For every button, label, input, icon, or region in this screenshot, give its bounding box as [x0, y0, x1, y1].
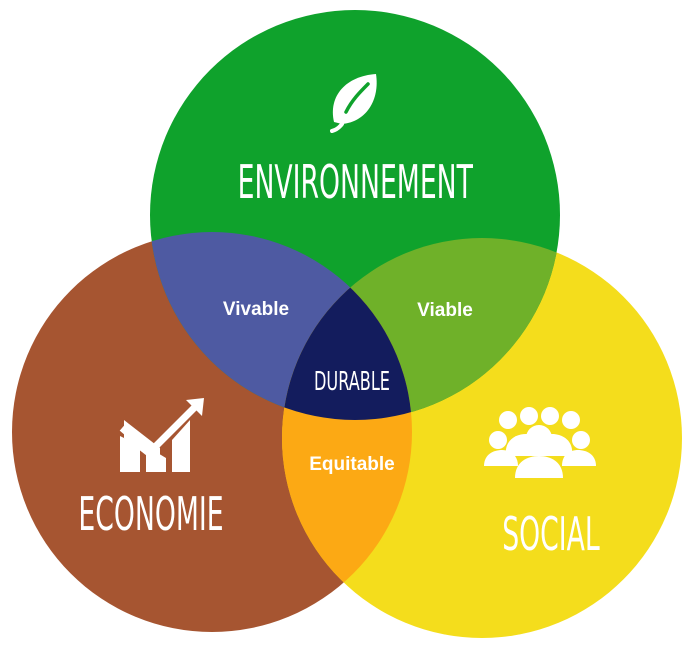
leaf-icon — [330, 74, 377, 133]
label-durable: DURABLE — [314, 367, 390, 397]
label-social: SOCIAL — [502, 507, 600, 561]
growth-chart-icon — [119, 398, 204, 472]
label-viable: Viable — [417, 300, 473, 321]
overlap-durable — [282, 238, 412, 420]
label-economie: ECONOMIE — [78, 487, 223, 541]
people-group-icon — [484, 407, 596, 478]
label-vivable: Vivable — [223, 299, 289, 320]
label-environnement: ENVIRONNEMENT — [238, 155, 474, 209]
overlap-vivable — [150, 232, 412, 420]
label-equitable: Equitable — [309, 454, 395, 475]
